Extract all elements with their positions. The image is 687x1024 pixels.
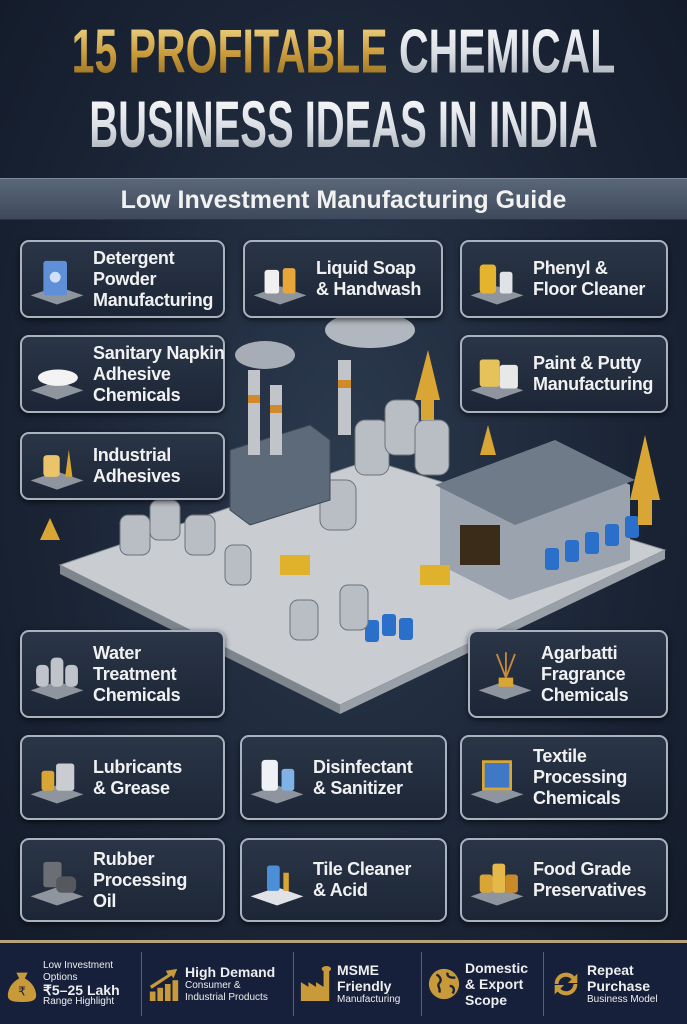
card-lubricants[interactable]: Lubricants & Grease — [20, 735, 225, 820]
footer-text: Consumer & — [185, 979, 241, 991]
subtitle-banner: Low Investment Manufacturing Guide — [0, 178, 687, 220]
card-food-preservatives[interactable]: Food Grade Preservatives — [460, 838, 668, 922]
soap-bottle-icon — [253, 268, 307, 305]
card-label: Industrial Adhesives — [93, 445, 181, 486]
warehouse — [435, 440, 635, 600]
footer-highlight: MSME — [337, 961, 379, 978]
card-industrial-adhesives[interactable]: Industrial Adhesives — [20, 432, 225, 500]
footer-text: Business Model — [587, 993, 658, 1005]
growth-arrows — [40, 350, 660, 540]
title-number: 15 — [71, 16, 118, 86]
factory-building — [229, 312, 415, 526]
detergent-bag-icon — [30, 260, 84, 305]
title-line-2: BUSINESS IDEAS IN INDIA — [89, 88, 598, 162]
factory-icon — [300, 965, 332, 1001]
incense-icon — [478, 652, 532, 700]
money-bag-icon: ₹ — [7, 972, 37, 1002]
paint-bucket-icon — [470, 359, 524, 400]
forklifts — [280, 555, 450, 585]
card-label: Food Grade Preservatives — [533, 859, 647, 900]
card-phenyl[interactable]: Phenyl & Floor Cleaner — [460, 240, 668, 318]
card-paint-putty[interactable]: Paint & Putty Manufacturing — [460, 335, 668, 413]
footer-text: Industrial Products — [185, 991, 268, 1003]
card-label: Water Treatment Chemicals — [93, 642, 181, 705]
card-disinfectant[interactable]: Disinfectant & Sanitizer — [240, 735, 447, 820]
footer-text: Range Highlight — [43, 995, 115, 1007]
card-label: Detergent Powder Manufacturing — [93, 247, 214, 310]
footer-highlight: & Export — [465, 975, 524, 992]
footer-highlight: Scope — [465, 991, 508, 1008]
water-tank-icon — [30, 657, 84, 700]
svg-text:₹: ₹ — [18, 984, 26, 998]
growth-chart-icon — [149, 968, 179, 1001]
card-tile-cleaner[interactable]: Tile Cleaner & Acid — [240, 838, 447, 922]
title-line-2-wrap: BUSINESS IDEAS IN INDIA — [89, 92, 597, 158]
card-label: Lubricants & Grease — [93, 756, 183, 798]
card-label: Textile Processing Chemicals — [533, 746, 628, 808]
footer-highlight: ₹5–25 Lakh — [43, 981, 120, 998]
card-label: Paint & Putty Manufacturing — [533, 353, 654, 394]
card-textile[interactable]: Textile Processing Chemicals — [460, 735, 668, 820]
title-profitable: PROFITABLE — [128, 16, 388, 86]
textile-icon — [470, 759, 524, 803]
napkin-icon — [30, 369, 84, 400]
cleaner-bottle-icon — [470, 264, 524, 305]
footer-highlight: Purchase — [587, 977, 651, 994]
storage-tanks — [119, 399, 450, 641]
footer-highlight: Repeat — [587, 961, 634, 978]
card-label: Disinfectant & Sanitizer — [313, 756, 413, 798]
card-water-treatment[interactable]: Water Treatment Chemicals — [20, 630, 225, 718]
footer-text: Manufacturing — [337, 993, 401, 1005]
card-detergent-powder[interactable]: Detergent Powder Manufacturing — [20, 240, 225, 318]
sanitizer-bottle-icon — [250, 759, 304, 803]
adhesive-icon — [30, 449, 84, 490]
card-label: Phenyl & Floor Cleaner — [533, 258, 646, 299]
card-label: Rubber Processing Oil — [93, 848, 188, 911]
card-agarbatti[interactable]: Agarbatti Fragrance Chemicals — [468, 630, 668, 718]
card-label: Agarbatti Fragrance Chemicals — [541, 642, 629, 705]
title-chemical: CHEMICAL — [398, 16, 616, 86]
footer-highlight: Domestic — [465, 959, 529, 976]
title-line-1: 15 PROFITABLE CHEMICAL — [62, 20, 625, 83]
blue-drums — [365, 516, 639, 642]
footer-highlight: High Demand — [185, 963, 276, 980]
oil-drum-icon — [30, 861, 84, 906]
oil-can-icon — [30, 762, 84, 803]
footer-highlight: Friendly — [337, 977, 392, 994]
card-label: Liquid Soap & Handwash — [316, 258, 422, 299]
footer-text: Low Investment — [43, 959, 114, 971]
card-label: Sanitary Napkin Adhesive Chemicals — [93, 342, 225, 405]
globe-icon — [428, 968, 460, 999]
jars-icon — [470, 863, 524, 906]
repeat-icon — [554, 972, 578, 995]
card-sanitary-napkin[interactable]: Sanitary Napkin Adhesive Chemicals — [20, 335, 225, 413]
card-liquid-soap[interactable]: Liquid Soap & Handwash — [243, 240, 443, 318]
footer-text: Options — [43, 971, 78, 983]
card-label: Tile Cleaner & Acid — [313, 859, 412, 900]
spray-bottle-icon — [250, 865, 304, 906]
card-rubber-oil[interactable]: Rubber Processing Oil — [20, 838, 225, 922]
